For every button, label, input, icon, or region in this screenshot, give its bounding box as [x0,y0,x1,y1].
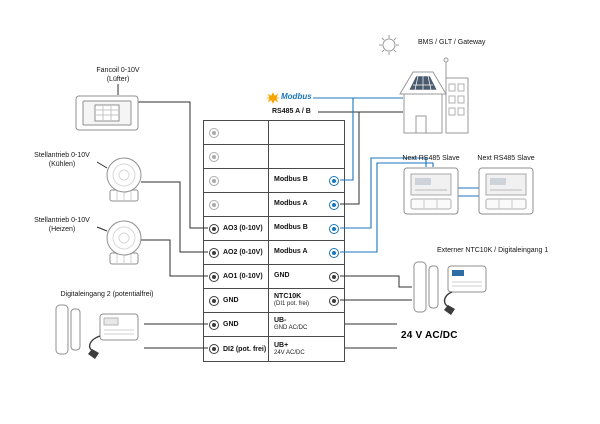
rs485-slave-2 [478,167,534,215]
terminal-circle [209,295,219,306]
modbus-logo-text: Modbus [281,92,312,101]
valve-actuator-heating [106,220,142,265]
terminal-circle [209,175,219,186]
di2-sensor [88,313,139,359]
bms-building [399,57,469,134]
modbus-logo-icon [265,92,281,104]
terminal-label: Modbus B [274,176,308,184]
terminal-label: AO2 (0-10V) [223,249,263,256]
modbus-terminal-circle [329,175,339,186]
power-supply-label: 24 V AC/DC [401,330,458,341]
terminal-row-2 [204,145,344,169]
ntc-di1-label: Externer NTC10K / Digitaleingang 1 [437,247,549,254]
terminal-label: GND [274,272,290,280]
terminal-row-ao2: AO2 (0-10V) Modbus A [204,241,344,265]
terminal-circle [209,199,219,210]
digital-input-2-label: Digitaleingang 2 (potentialfrei) [60,291,154,298]
terminal-circle [209,344,219,354]
terminal-label: GND [223,321,239,328]
terminal-label: DI2 (pot. frei) [223,345,267,353]
valve-cooling-label: Stellantrieb 0-10V (Kühlen) [34,152,90,169]
terminal-row-1 [204,121,344,145]
modbus-terminal-circle [329,199,339,210]
modbus-terminal-circle [329,223,339,234]
rs485-slave-2-label: Next RS485 Slave [477,155,535,162]
fancoil-label: Fancoil 0-10V (Lüfter) [96,67,140,84]
terminal-row-gnd2: GND UB- GND AC/DC [204,313,344,337]
terminal-circle [209,247,219,258]
fancoil-illustration [75,95,139,131]
terminal-circle [209,127,219,138]
terminal-circle [329,295,339,306]
terminal-label: Modbus B [274,224,308,232]
terminal-label: NTC10K (DI1 pot. frei) [274,293,310,308]
terminal-row-ao1: AO1 (0-10V) GND [204,265,344,289]
terminal-label: AO3 (0-10V) [223,225,263,232]
terminal-label: Modbus A [274,200,308,208]
terminal-circle [209,271,219,282]
rs485-slave-1-label: Next RS485 Slave [402,155,460,162]
sun-icon [379,35,399,55]
valve-actuator-cooling [106,157,142,202]
terminal-label: GND [223,297,239,304]
terminal-row-modbus-b1: Modbus B [204,169,344,193]
terminal-circle [209,151,219,162]
door-contact-di2 [55,304,81,355]
door-contact-di1 [413,261,439,313]
controller-terminal-block: Modbus B Modbus A AO3 (0-10V) Modbus B [203,120,345,362]
modbus-terminal-circle [329,247,339,258]
terminal-label: Modbus A [274,248,308,256]
terminal-circle [329,271,339,282]
terminal-label: UB+ 24V AC/DC [274,341,305,356]
terminal-row-di2: DI2 (pot. frei) UB+ 24V AC/DC [204,337,344,361]
rs485-label: RS485 A / B [272,108,311,115]
terminal-label: UB- GND AC/DC [274,317,308,332]
terminal-circle [209,319,219,330]
terminal-row-modbus-a1: Modbus A [204,193,344,217]
terminal-label: AO1 (0-10V) [223,273,263,280]
rs485-slave-1 [403,167,459,215]
valve-heating-label: Stellantrieb 0-10V (Heizen) [34,217,90,234]
terminal-circle [209,223,219,234]
ntc10k-sensor [443,265,487,315]
terminal-row-gnd1: GND NTC10K (DI1 pot. frei) [204,289,344,313]
bms-gateway-label: BMS / GLT / Gateway [418,39,486,46]
terminal-row-ao3: AO3 (0-10V) Modbus B [204,217,344,241]
